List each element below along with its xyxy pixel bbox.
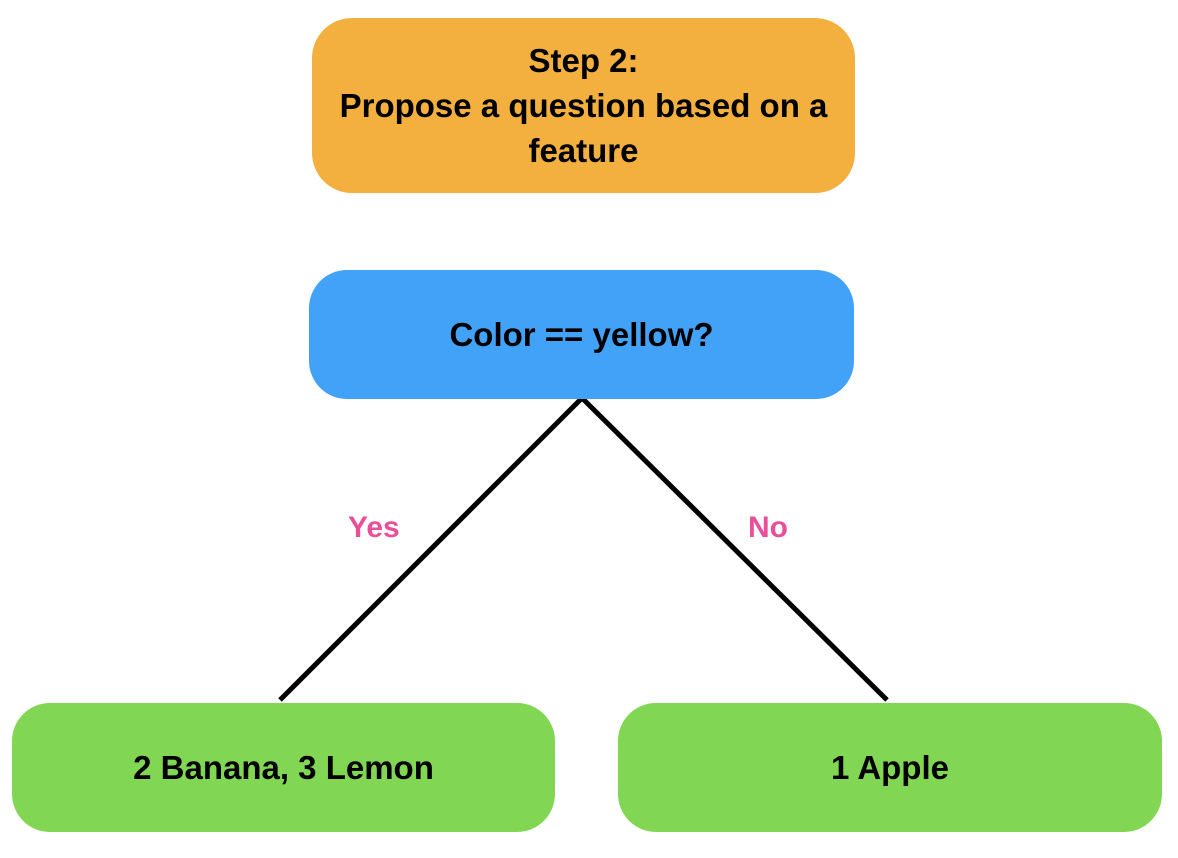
edge-no-label: No <box>748 511 788 544</box>
leaf-yes-text: 2 Banana, 3 Lemon <box>133 748 434 786</box>
step-heading: Step 2: <box>528 42 639 79</box>
edge-yes-line <box>278 396 584 702</box>
edge-yes-label: Yes <box>348 511 400 544</box>
edge-no-line <box>580 396 889 702</box>
step-description-line-2: feature <box>528 132 639 169</box>
question-text: Color == yellow? <box>449 315 714 353</box>
leaf-node-yes: 2 Banana, 3 Lemon <box>12 703 555 832</box>
leaf-node-no: 1 Apple <box>618 703 1162 832</box>
question-node: Color == yellow? <box>309 270 854 399</box>
step-description-line-1: Propose a question based on a <box>339 87 828 124</box>
leaf-no-text: 1 Apple <box>831 748 949 786</box>
step-box: Step 2: Propose a question based on a fe… <box>312 18 855 193</box>
